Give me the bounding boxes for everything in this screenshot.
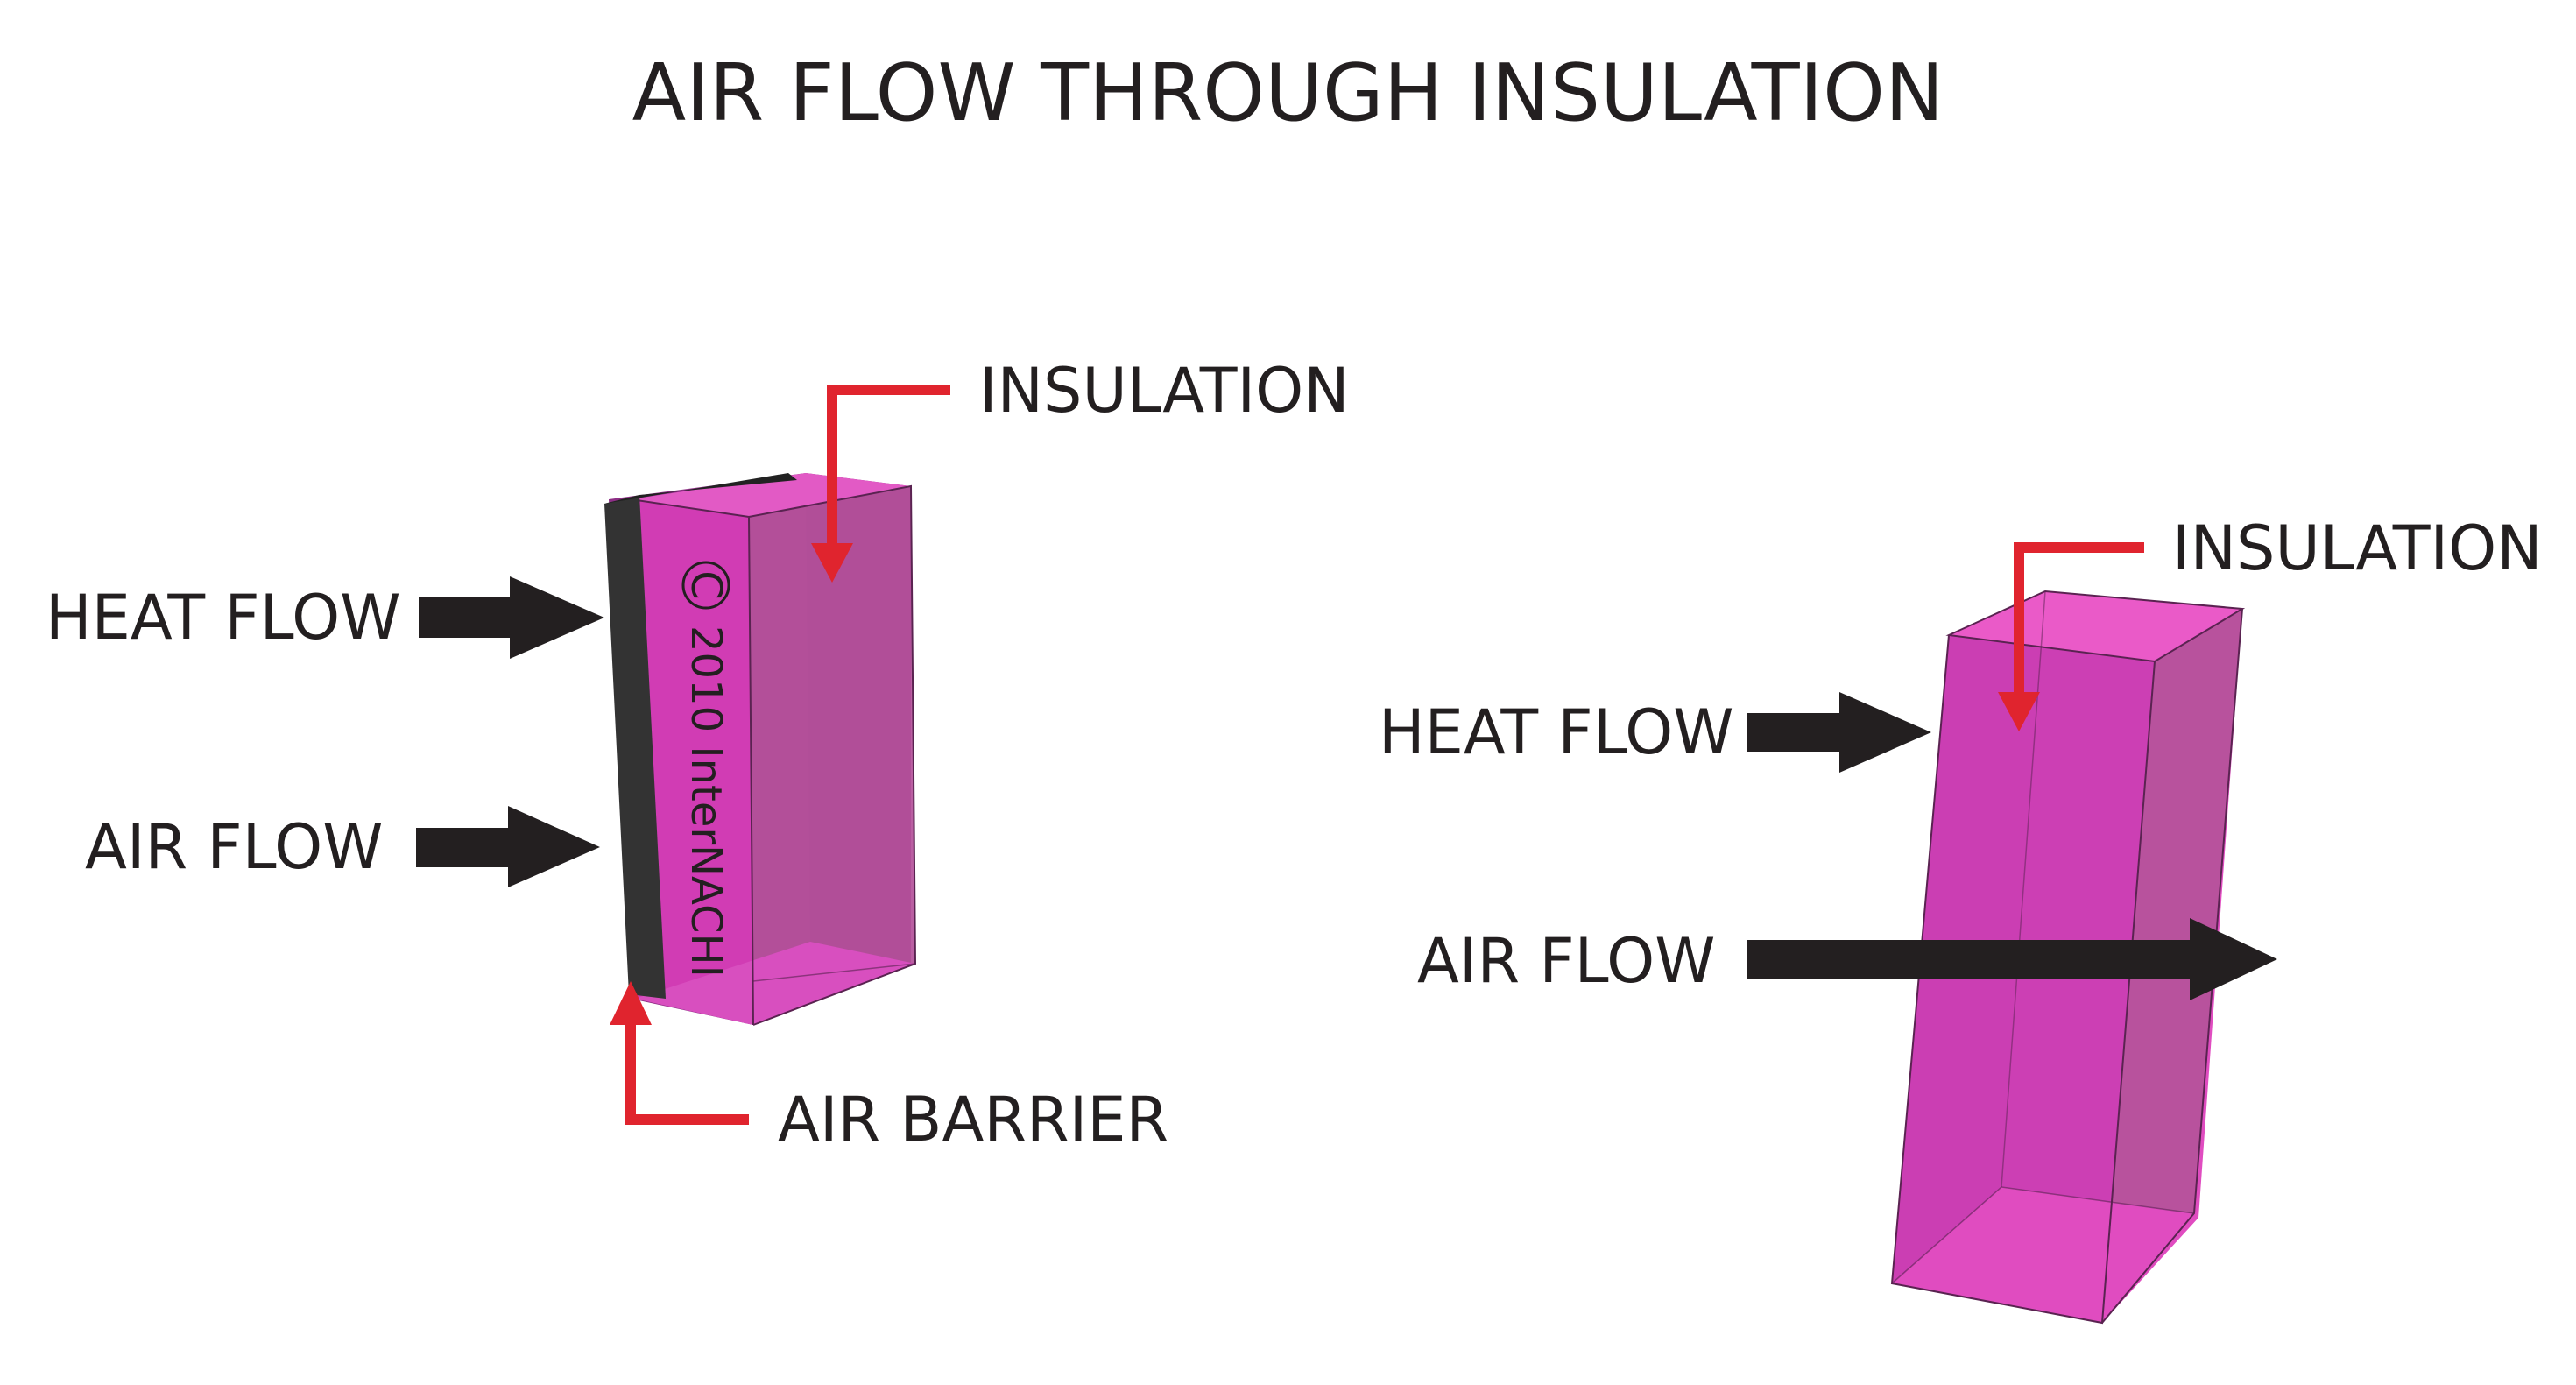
left-insulation-bottom xyxy=(635,942,915,1025)
right-heat-flow-arrow xyxy=(1747,692,1931,773)
right-heat-flow-label: HEAT FLOW xyxy=(1379,696,1734,768)
right-insulation-bottom xyxy=(1892,1187,2194,1323)
copyright-mark: C 2010 InterNACHI xyxy=(681,561,730,978)
air-barrier-label: AIR BARRIER xyxy=(778,1084,1169,1155)
diagram-title: AIR FLOW THROUGH INSULATION xyxy=(632,47,1944,139)
left-insulation-label: INSULATION xyxy=(979,355,1350,427)
left-insulation-block xyxy=(609,473,917,1026)
left-heat-flow-arrow xyxy=(419,576,604,659)
left-air-flow-label: AIR FLOW xyxy=(85,811,384,883)
right-insulation-pointer xyxy=(1998,542,2144,731)
left-air-flow-arrow xyxy=(416,806,600,887)
left-insulation-top-face xyxy=(631,473,911,517)
air-barrier-membrane xyxy=(604,495,666,999)
copyright-symbol: C xyxy=(681,570,730,600)
right-insulation-label: INSULATION xyxy=(2172,512,2543,584)
left-insulation-side-face xyxy=(749,486,915,1025)
copyright-text: 2010 InterNACHI xyxy=(681,625,730,978)
air-barrier-top-edge xyxy=(604,473,797,504)
left-insulation-pointer xyxy=(811,385,950,583)
left-heat-flow-label: HEAT FLOW xyxy=(46,582,401,654)
right-insulation-front-face xyxy=(1892,635,2155,1323)
right-air-flow-arrow xyxy=(1747,918,2277,1000)
right-air-flow-label: AIR FLOW xyxy=(1417,925,1716,997)
air-barrier-pointer xyxy=(610,981,749,1125)
copyright-circle-icon xyxy=(681,561,730,610)
left-insulation-front-face xyxy=(631,499,753,1025)
